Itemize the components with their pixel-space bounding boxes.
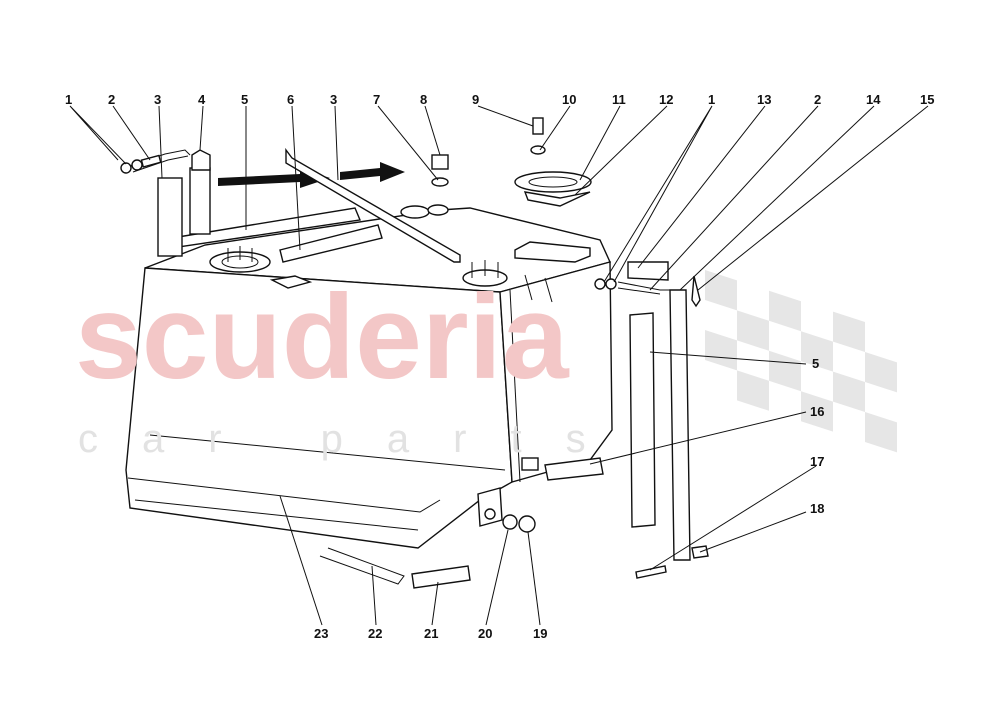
tank-straps <box>171 147 691 561</box>
watermark-tagline: car parts <box>78 417 630 461</box>
callout-label: 22 <box>368 626 382 641</box>
callout-label: 15 <box>920 92 934 107</box>
callout-label: 16 <box>810 404 824 419</box>
callout-label: 8 <box>420 92 427 107</box>
watermark-brand: scuderia <box>75 270 570 404</box>
callout-label: 2 <box>108 92 115 107</box>
callout-label: 19 <box>533 626 547 641</box>
right-fittings <box>319 261 709 589</box>
callout-label: 20 <box>478 626 492 641</box>
callout-label: 5 <box>812 356 819 371</box>
callout-label: 21 <box>424 626 438 641</box>
callout-label: 9 <box>472 92 479 107</box>
callout-numbers: 1 2 3 4 5 6 3 7 8 9 10 11 12 1 13 2 14 1… <box>65 92 934 641</box>
callout-label: 6 <box>287 92 294 107</box>
callout-label: 14 <box>866 92 881 107</box>
callout-label: 1 <box>708 92 715 107</box>
callout-label: 17 <box>810 454 824 469</box>
leader-lines <box>69 105 929 626</box>
callout-label: 11 <box>612 92 626 107</box>
callout-label: 4 <box>198 92 206 107</box>
callout-label: 2 <box>814 92 821 107</box>
callout-label: 5 <box>241 92 248 107</box>
fuel-tank <box>125 204 613 549</box>
hoses <box>120 149 211 257</box>
callout-label: 18 <box>810 501 824 516</box>
callout-label: 3 <box>154 92 161 107</box>
callout-label: 3 <box>330 92 337 107</box>
callout-label: 23 <box>314 626 328 641</box>
callout-label: 7 <box>373 92 380 107</box>
callout-label: 13 <box>757 92 771 107</box>
callout-label: 10 <box>562 92 576 107</box>
callout-label: 1 <box>65 92 72 107</box>
top-fasteners <box>431 117 592 207</box>
callout-label: 12 <box>659 92 673 107</box>
checkered-flag-watermark <box>705 270 897 453</box>
